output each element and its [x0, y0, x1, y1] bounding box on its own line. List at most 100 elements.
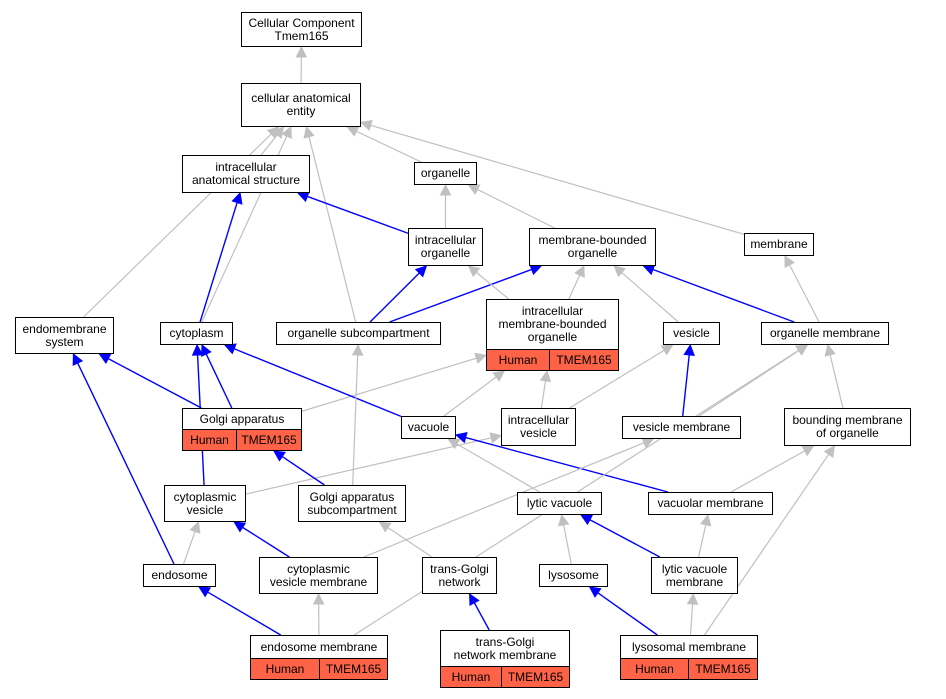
edge-ias-to-cae	[260, 126, 285, 156]
edge-lm-to-lysosome	[588, 586, 658, 636]
node-label: membrane	[750, 237, 808, 251]
node-vacm[interactable]: vacuolar membrane	[648, 492, 773, 515]
edge-lysosome-to-lv	[558, 513, 572, 565]
edge-cvm-to-cv	[233, 521, 290, 558]
edge-lm-to-lvm	[686, 592, 699, 636]
annotation-row: Human TMEM165	[251, 658, 387, 679]
node-vacuole[interactable]: vacuole	[401, 416, 456, 439]
node-lv[interactable]: lytic vacuole	[517, 492, 602, 515]
annotation-gene: TMEM165	[236, 430, 301, 450]
edge-golgi-to-cyto	[201, 343, 233, 409]
node-label: lysosome	[548, 568, 599, 582]
node-label: cellular anatomical entity	[251, 91, 351, 118]
edge-osub-to-io	[369, 265, 428, 323]
node-iv[interactable]: intracellular vesicle	[501, 408, 576, 446]
edge-tgnm-to-tgn	[469, 593, 490, 631]
edge-io-to-organelle	[439, 183, 452, 228]
node-om[interactable]: organelle membrane	[761, 322, 889, 345]
node-label: trans-Golgi network	[430, 561, 489, 589]
node-label: intracellular anatomical structure	[191, 160, 301, 187]
edge-em-to-endosome	[198, 586, 282, 636]
node-label: organelle	[420, 166, 471, 180]
node-label: vacuolar membrane	[657, 496, 764, 510]
edge-vacuole-to-cyto	[223, 343, 402, 418]
node-imbo[interactable]: intracellular membrane-bounded organelle…	[486, 299, 619, 371]
node-label: trans-Golgi network membrane	[453, 634, 557, 662]
edge-lv-to-vacuole	[447, 438, 540, 493]
node-label: endomembrane system	[22, 321, 107, 349]
node-label: lytic vacuole	[526, 496, 593, 510]
edge-om-to-mbo	[642, 264, 795, 323]
edge-imbo-to-mbo	[568, 264, 585, 300]
node-cv[interactable]: cytoplasmic vesicle	[164, 485, 246, 522]
node-tgn[interactable]: trans-Golgi network	[422, 557, 497, 594]
node-label: intracellular membrane-bounded organelle	[498, 304, 607, 344]
edge-imbo-to-io	[467, 265, 510, 300]
annotation-row: Human TMEM165	[183, 429, 301, 450]
edge-tgn-to-gas	[378, 521, 433, 558]
edge-lvm-to-vacm	[698, 513, 712, 558]
edge-vesicle-to-mbo	[613, 265, 679, 323]
node-gas[interactable]: Golgi apparatus subcompartment	[298, 485, 406, 522]
edge-vm-to-vesicle	[682, 343, 695, 417]
node-label: lytic vacuole membrane	[661, 561, 728, 589]
node-vesicle[interactable]: vesicle	[663, 322, 720, 345]
annotation-species: Human	[451, 669, 491, 684]
edge-io-to-ias	[296, 191, 409, 234]
node-osub[interactable]: organelle subcompartment	[276, 322, 441, 345]
edge-cv-to-iv	[245, 432, 503, 495]
node-label: organelle membrane	[769, 326, 881, 340]
node-mbo[interactable]: membrane-bounded organelle	[529, 228, 656, 266]
node-cae[interactable]: cellular anatomical entity	[241, 83, 361, 127]
edge-cae-to-root	[295, 45, 308, 84]
node-vm[interactable]: vesicle membrane	[622, 416, 741, 439]
node-cvm[interactable]: cytoplasmic vesicle membrane	[259, 557, 378, 594]
node-label: organelle subcompartment	[287, 326, 430, 340]
node-label: vacuole	[407, 420, 450, 434]
node-lvm[interactable]: lytic vacuole membrane	[651, 557, 738, 594]
edge-endosome-to-es	[72, 352, 175, 565]
node-root[interactable]: Cellular Component Tmem165	[241, 12, 362, 47]
node-io[interactable]: intracellular organelle	[408, 228, 483, 266]
node-label: intracellular vesicle	[507, 413, 570, 440]
node-label: vesicle	[673, 326, 710, 340]
edge-vacm-to-vacuole	[454, 432, 669, 493]
node-lysosome[interactable]: lysosome	[539, 564, 608, 587]
node-label: endosome membrane	[260, 639, 378, 654]
annotation-gene: TMEM165	[501, 667, 569, 687]
annotation-gene: TMEM165	[688, 659, 757, 679]
edge-iv-to-imbo	[539, 369, 552, 409]
edge-cyto-to-ias	[199, 191, 243, 323]
node-ias[interactable]: intracellular anatomical structure	[182, 155, 310, 193]
edge-gas-to-golgi	[273, 450, 325, 486]
annotation-species: Human	[265, 661, 305, 676]
edge-om-to-membrane	[784, 255, 820, 323]
edge-osub-to-cae	[303, 125, 357, 323]
node-bmo[interactable]: bounding membrane of organelle	[784, 408, 911, 446]
annotation-species: Human	[190, 432, 229, 447]
node-endosome[interactable]: endosome	[143, 564, 216, 587]
node-label: cytoplasm	[169, 326, 224, 340]
node-label: intracellular organelle	[414, 233, 477, 260]
node-label: cytoplasmic vesicle	[173, 489, 237, 517]
edge-golgi-to-es	[98, 353, 202, 409]
node-label: lysosomal membrane	[631, 639, 747, 654]
annotation-species: Human	[498, 352, 538, 367]
edge-gas-to-osub	[351, 343, 364, 486]
annotation-gene: TMEM165	[319, 659, 387, 679]
edge-osub-to-mbo	[389, 264, 543, 323]
node-label: bounding membrane of organelle	[792, 413, 903, 440]
node-organelle[interactable]: organelle	[414, 162, 477, 185]
edge-lvm-to-lv	[580, 514, 661, 558]
node-membrane[interactable]: membrane	[744, 233, 814, 256]
edge-cvm-to-vm	[363, 437, 655, 558]
node-cyto[interactable]: cytoplasm	[160, 322, 233, 345]
node-es[interactable]: endomembrane system	[15, 317, 114, 354]
edge-endosome-to-cv	[183, 520, 201, 565]
